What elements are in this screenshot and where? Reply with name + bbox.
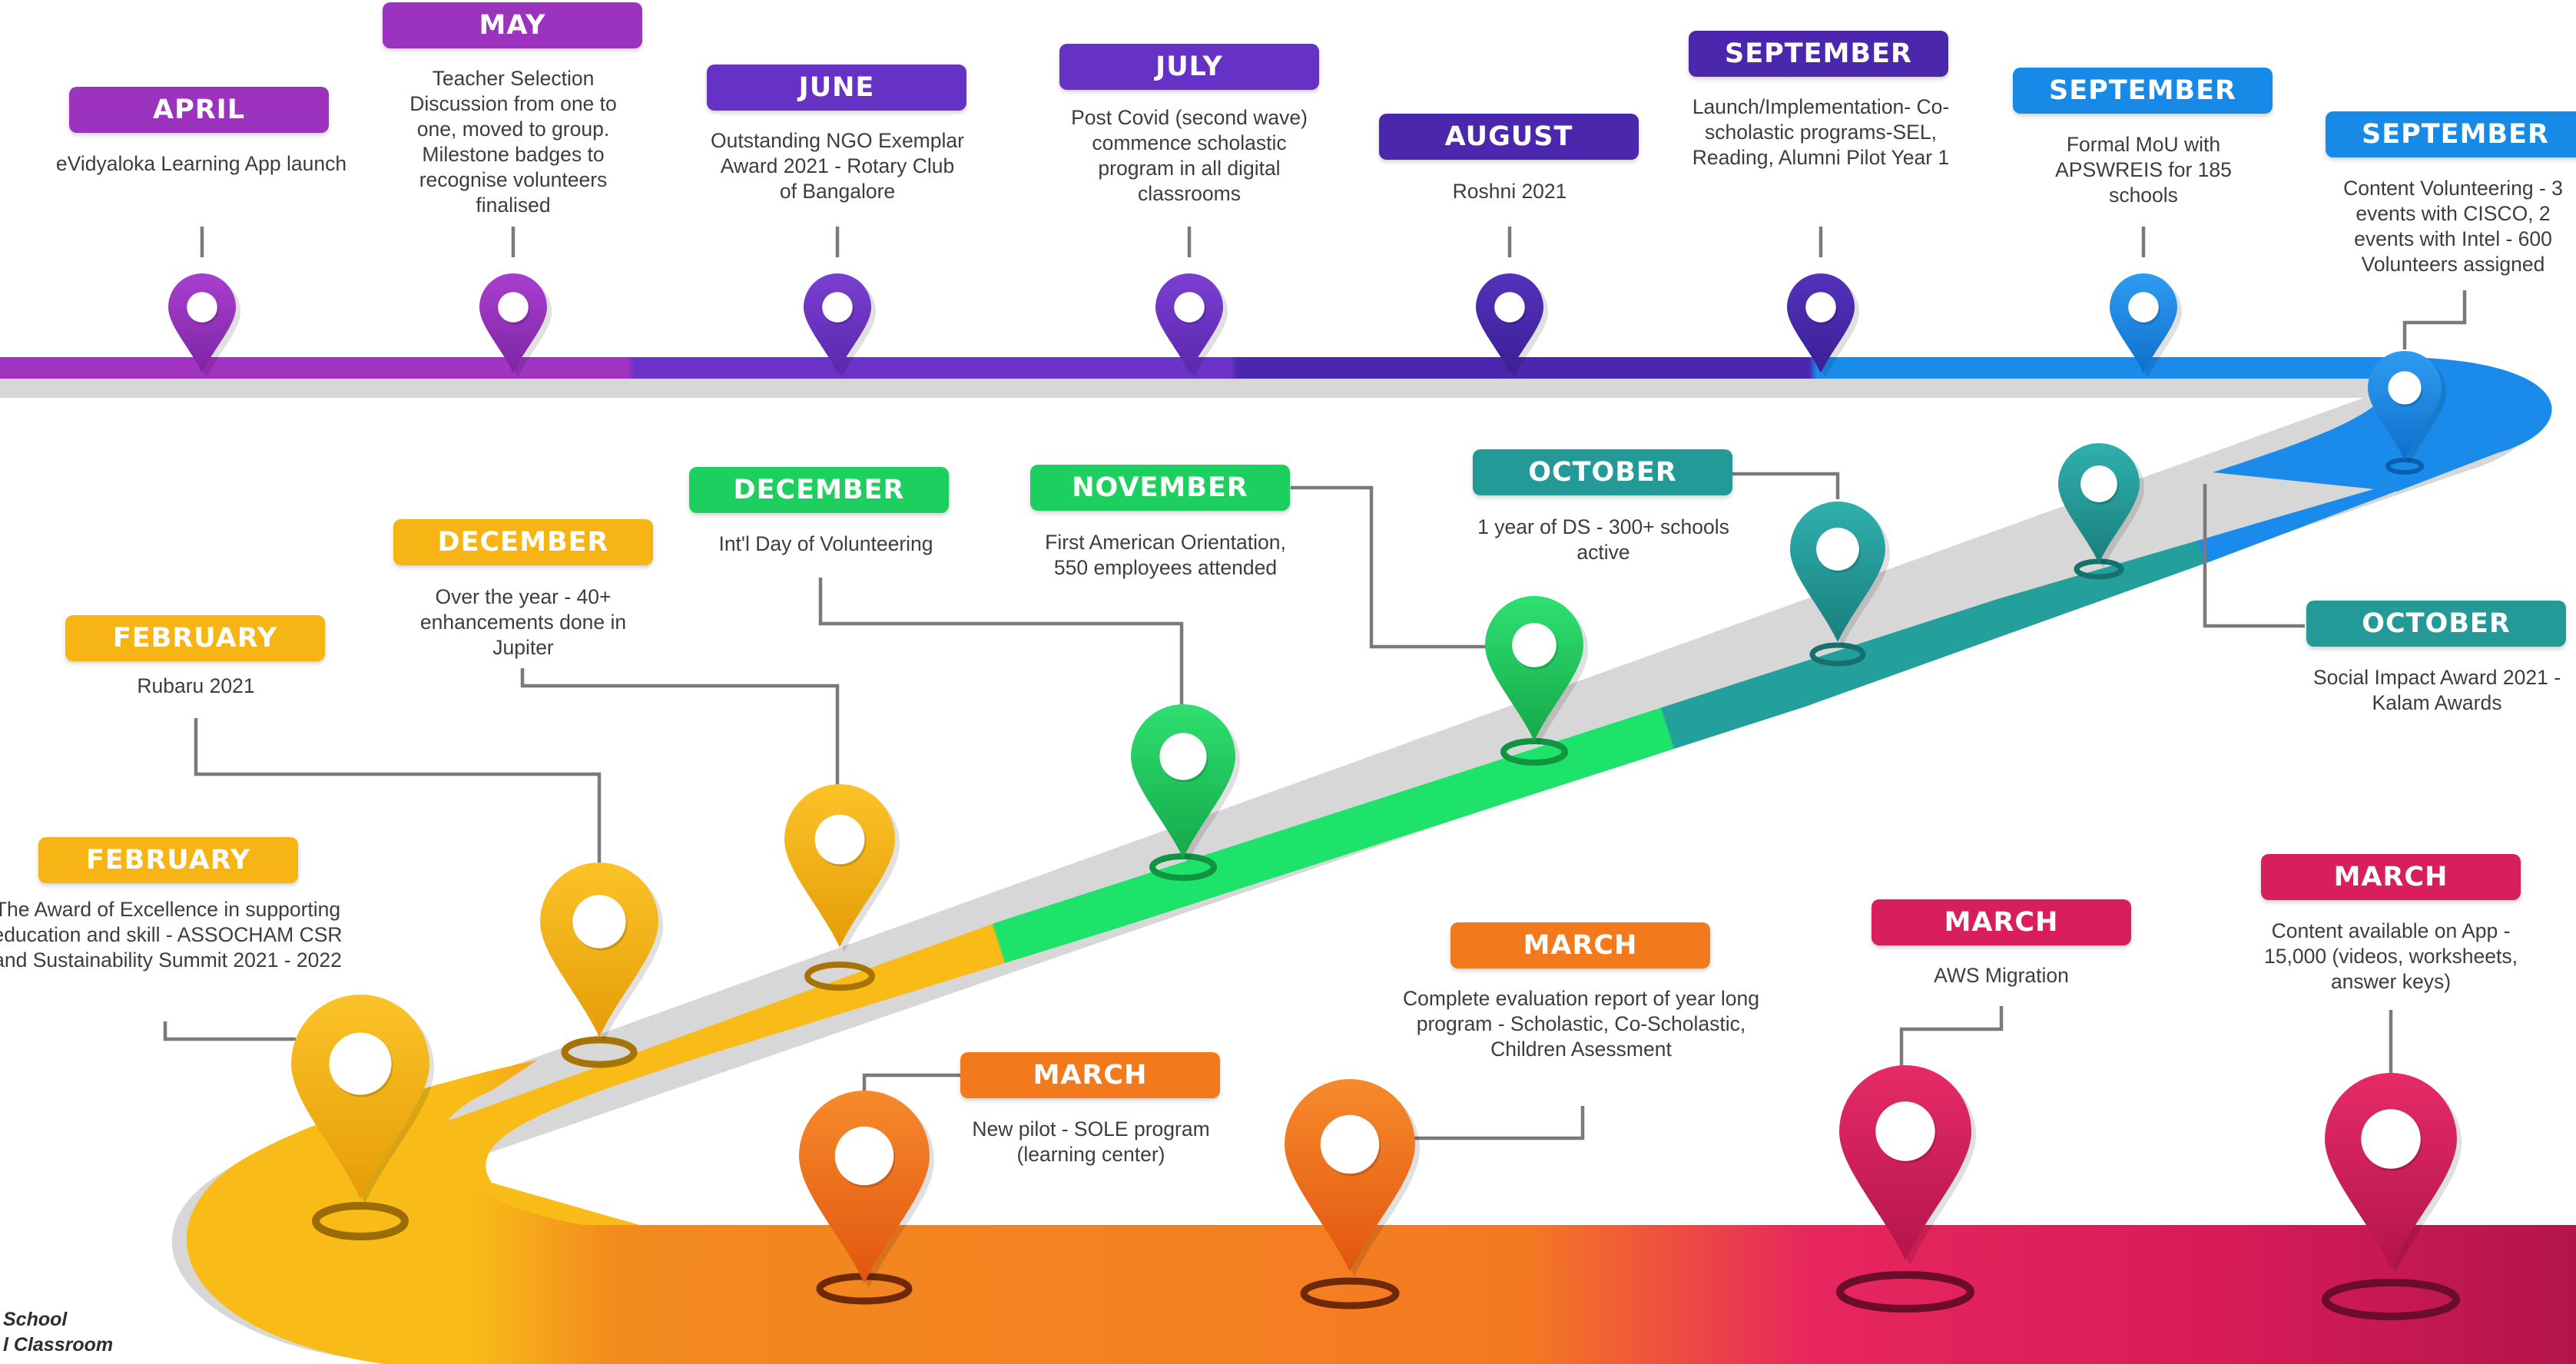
map-pin-icon [540,862,663,1042]
milestone-june-description: Outstanding NGO Exemplar Award 2021 - Ro… [711,129,964,203]
map-pin-icon [1476,273,1548,378]
milestone-february-2-label: FEBRUARY [38,837,298,883]
map-pin-icon [1787,273,1859,378]
milestone-february-2-description: The Award of Excellence in supporting ed… [0,898,343,972]
milestone-december-2-label: DECEMBER [393,519,653,565]
connector-lines [163,227,2467,1141]
milestone-october-1-label: OCTOBER [2306,601,2566,647]
milestone-september-3-description: Content Volunteering - 3 events with CIS… [2343,177,2563,276]
milestone-june-label: JUNE [707,65,966,111]
road-curve-left [186,1060,2576,1364]
road-curve-right [2213,357,2552,492]
milestone-february-1-label: FEBRUARY [65,615,325,661]
milestone-march-4-label: MARCH [2261,854,2521,900]
map-pin-icon [291,995,434,1203]
milestone-october-2-description: 1 year of DS - 300+ schools active [1477,515,1729,564]
road [0,357,2576,1364]
milestone-april-label: APRIL [69,87,329,133]
milestone-august-label: AUGUST [1379,114,1639,160]
milestone-october-1-description: Social Impact Award 2021 - Kalam Awards [2312,666,2561,714]
milestone-july-label: JULY [1059,44,1319,90]
milestone-december-1-description: Int'l Day of Volunteering [718,532,933,555]
pin-ground-rings [312,458,2460,1320]
milestone-march-4-description: Content available on App - 15,000 (video… [2264,919,2518,993]
milestone-november-description: First American Orientation, 550 employee… [1045,531,1286,579]
milestone-may-description: Teacher Selection Discussion from one to… [409,67,617,217]
map-pin-icon [2058,443,2144,568]
milestone-march-3-description: AWS Migration [1934,964,2069,987]
milestone-february-1-description: Rubaru 2021 [137,674,255,697]
milestone-march-3-label: MARCH [1871,899,2131,945]
map-pin-icon [1155,273,1228,378]
milestone-september-1-description: Launch/Implementation- Co-scholastic pro… [1692,95,1950,169]
map-pin-icon [2368,351,2446,465]
milestone-december-2-description: Over the year - 40+ enhancements done in… [419,585,627,659]
milestone-september-3-label: SEPTEMBER [2326,111,2576,157]
pins-layer [168,273,2462,1288]
footer-text-line1: School [3,1309,68,1330]
milestone-april-description: eVidyaloka Learning App launch [55,152,347,175]
milestone-march-1-description: New pilot - SOLE program (learning cente… [972,1117,1210,1166]
milestone-march-2-label: MARCH [1450,922,1710,968]
milestone-may-label: MAY [383,2,642,48]
milestone-march-2-description: Complete evaluation report of year long … [1402,987,1760,1061]
map-pin-icon [799,1091,934,1288]
milestone-november-label: NOVEMBER [1030,465,1290,511]
road-diagonal [373,453,2497,1229]
map-pin-icon [1790,502,1890,647]
milestone-march-1-label: MARCH [960,1052,1220,1098]
milestone-september-2-description: Formal MoU with APSWREIS for 185 schools [2055,133,2232,207]
map-pin-icon [1285,1079,1420,1276]
map-pin-icon [804,273,876,378]
road-top-segment [0,357,2412,379]
milestone-september-1-label: SEPTEMBER [1689,31,1948,77]
milestone-september-2-label: SEPTEMBER [2013,68,2273,114]
map-pin-icon [168,273,240,378]
map-pin-icon [1839,1065,1976,1265]
map-pin-icon [2110,273,2182,378]
map-pin-icon [479,273,552,378]
footer-text-line2: l Classroom [3,1334,114,1356]
milestone-july-description: Post Covid (second wave) commence schola… [1071,106,1308,205]
milestone-august-description: Roshni 2021 [1452,180,1567,203]
map-pin-icon [1485,596,1588,746]
milestone-october-2-label: OCTOBER [1473,449,1732,495]
map-pin-icon [2325,1073,2462,1273]
map-pin-icon [784,784,900,952]
map-pin-icon [1131,704,1240,863]
milestone-december-1-label: DECEMBER [689,467,949,513]
